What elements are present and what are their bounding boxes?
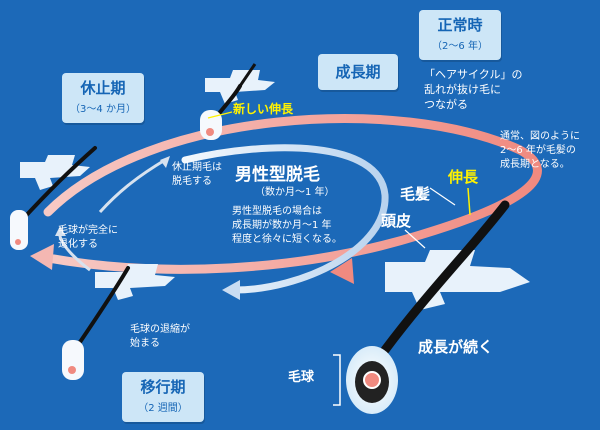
center-duration: （数か月〜1 年） xyxy=(255,187,335,198)
stage-normal-title: 正常時 xyxy=(437,16,483,34)
growth-arrow-head xyxy=(330,258,354,284)
outer-cycle-arrow xyxy=(30,114,542,284)
rest-shed-line-1: 休止期毛は xyxy=(172,162,222,173)
stage-transition-box: 移行期 （2 週間） xyxy=(122,372,204,422)
scalp-pointer xyxy=(404,229,426,249)
cycle-disorder-line-2: 乱れが抜け毛に xyxy=(424,83,501,96)
stage-rest-box: 休止期 （3〜4 か月） xyxy=(62,73,144,123)
bulb-bracket xyxy=(333,354,341,406)
hair-pointer xyxy=(429,187,456,206)
outer-arrow-head xyxy=(30,244,54,270)
elongation-label: 伸長 xyxy=(448,168,479,186)
normal-desc-line-3: 成長期となる。 xyxy=(500,159,570,170)
normal-desc-line-2: 2〜6 年が毛髪の xyxy=(500,145,576,156)
center-desc-line-3: 程度と徐々に短くなる。 xyxy=(232,234,342,245)
hair-label: 毛髪 xyxy=(400,185,431,203)
scalp-label: 頭皮 xyxy=(381,212,412,230)
bulb-shrink-line-1: 毛球の退縮が xyxy=(130,324,190,335)
new-growth-pointer xyxy=(207,111,233,119)
inner-arrow-head xyxy=(222,280,240,300)
stage-rest-title: 休止期 xyxy=(80,79,126,97)
inner-cycle-arrow xyxy=(181,144,389,300)
center-desc-line-1: 男性型脱毛の場合は xyxy=(232,206,322,217)
follicle-rest xyxy=(200,63,275,140)
cycle-disorder-line-3: つながる xyxy=(424,98,468,111)
bulb-label: 毛球 xyxy=(288,370,315,385)
follicle-growth xyxy=(346,200,530,414)
regression-line-1: 毛球が完全に xyxy=(58,225,118,236)
stage-growth-box: 成長期 xyxy=(318,54,398,90)
new-growth-label: 新しい伸長 xyxy=(233,102,294,116)
follicle-regression xyxy=(10,146,97,250)
normal-desc-line-1: 通常、図のように xyxy=(500,131,580,142)
center-title: 男性型脱毛 xyxy=(235,165,320,185)
stage-rest-duration: （3〜4 か月） xyxy=(70,104,136,115)
stage-transition-duration: （2 週間） xyxy=(138,403,188,414)
stage-connector-arrows xyxy=(55,156,170,272)
continues-growing-label: 成長が続く xyxy=(418,338,494,356)
stage-normal-box: 正常時 （2〜6 年） xyxy=(419,10,501,60)
elongation-pointer xyxy=(467,187,471,216)
center-desc-line-2: 成長期が数か月〜1 年 xyxy=(232,220,332,231)
regression-line-2: 退化する xyxy=(58,239,98,250)
stage-transition-title: 移行期 xyxy=(140,378,186,396)
rest-shed-line-2: 脱毛する xyxy=(172,176,212,187)
cycle-disorder-line-1: 「ヘアサイクル」の xyxy=(424,68,523,81)
follicle-transition xyxy=(62,264,175,380)
stage-growth-title: 成長期 xyxy=(335,63,381,81)
stage-normal-duration: （2〜6 年） xyxy=(432,41,488,52)
bulb-shrink-line-2: 始まる xyxy=(130,338,160,349)
